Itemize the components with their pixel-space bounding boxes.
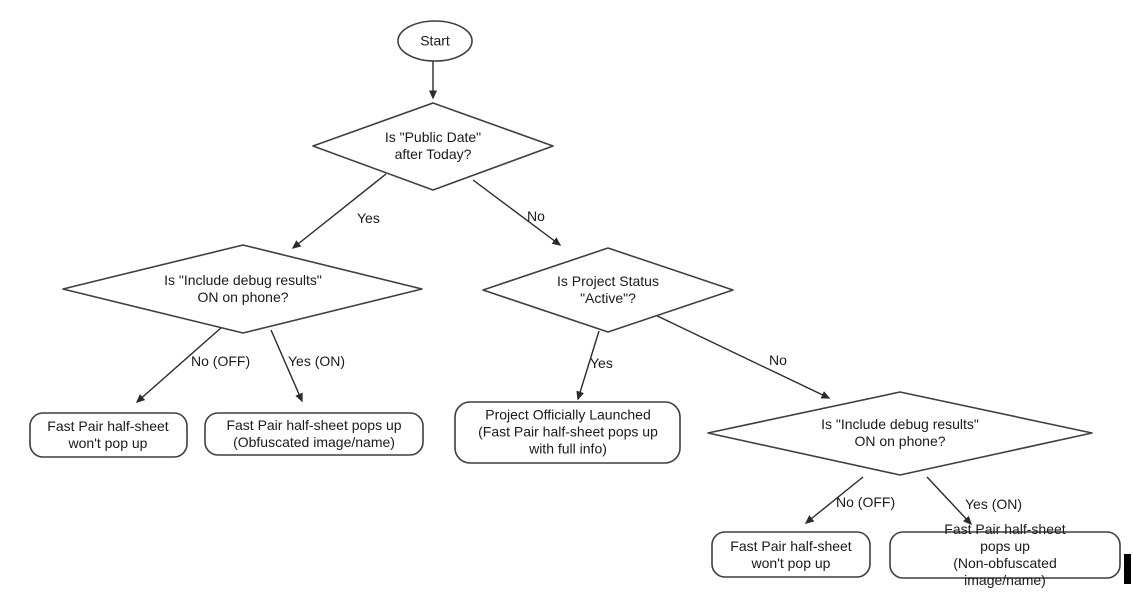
result-no-popup-right-shape: [711, 531, 871, 578]
result-obfuscated-popup-label: Fast Pair half-sheet pops up (Obfuscated…: [226, 416, 402, 450]
arrow-debug-right-no-off: [804, 476, 864, 524]
edge-label-yes-top: Yes: [357, 210, 380, 226]
decision-project-status-shape: [482, 247, 734, 333]
result-launched-label: Project Officially Launched (Fast Pair h…: [478, 406, 658, 457]
decision-public-date-label: Is "Public Date" after Today?: [384, 128, 482, 162]
edge-label-yes-on-left: Yes (ON): [288, 353, 346, 369]
result-non-obfuscated-popup-shape: [889, 531, 1121, 579]
arrow-status-no: [648, 311, 831, 399]
result-obfuscated-popup-shape: [204, 412, 424, 456]
decision-debug-right-label: Is "Include debug results" ON on phone?: [821, 415, 979, 449]
decision-project-status-label: Is Project Status "Active"?: [557, 272, 659, 306]
edge-label-yes-mid: Yes: [590, 355, 613, 371]
edge-label-no-off-left: No (OFF): [191, 353, 251, 369]
result-no-popup-right-label: Fast Pair half-sheet won't pop up: [730, 537, 852, 571]
result-no-popup-left-label: Fast Pair half-sheet won't pop up: [47, 417, 169, 451]
arrow-debug-left-no-off: [135, 326, 223, 403]
arrow-public-date-yes: [291, 173, 387, 249]
start-node-shape: [397, 20, 473, 62]
edge-label-no-top: No: [527, 208, 545, 224]
start-node-label: Start: [420, 32, 450, 49]
arrow-debug-left-yes-on: [270, 329, 303, 403]
edge-label-yes-on-right: Yes (ON): [965, 496, 1023, 512]
decision-debug-left-label: Is "Include debug results" ON on phone?: [164, 271, 322, 305]
decision-debug-left-shape: [62, 244, 423, 334]
arrow-debug-right-yes-on: [926, 476, 973, 526]
arrow-public-date-no: [472, 179, 562, 246]
text-cursor-bar: [1124, 554, 1131, 584]
result-no-popup-left-shape: [29, 412, 188, 458]
arrow-status-yes: [576, 330, 600, 401]
decision-debug-right-shape: [707, 391, 1093, 476]
edge-label-no-off-right: No (OFF): [836, 494, 896, 510]
result-launched-shape: [454, 401, 681, 464]
result-non-obfuscated-popup-label: Fast Pair half-sheet pops up (Non-obfusc…: [944, 520, 1066, 589]
decision-public-date-shape: [312, 102, 554, 191]
edge-label-no-mid: No: [769, 352, 787, 368]
